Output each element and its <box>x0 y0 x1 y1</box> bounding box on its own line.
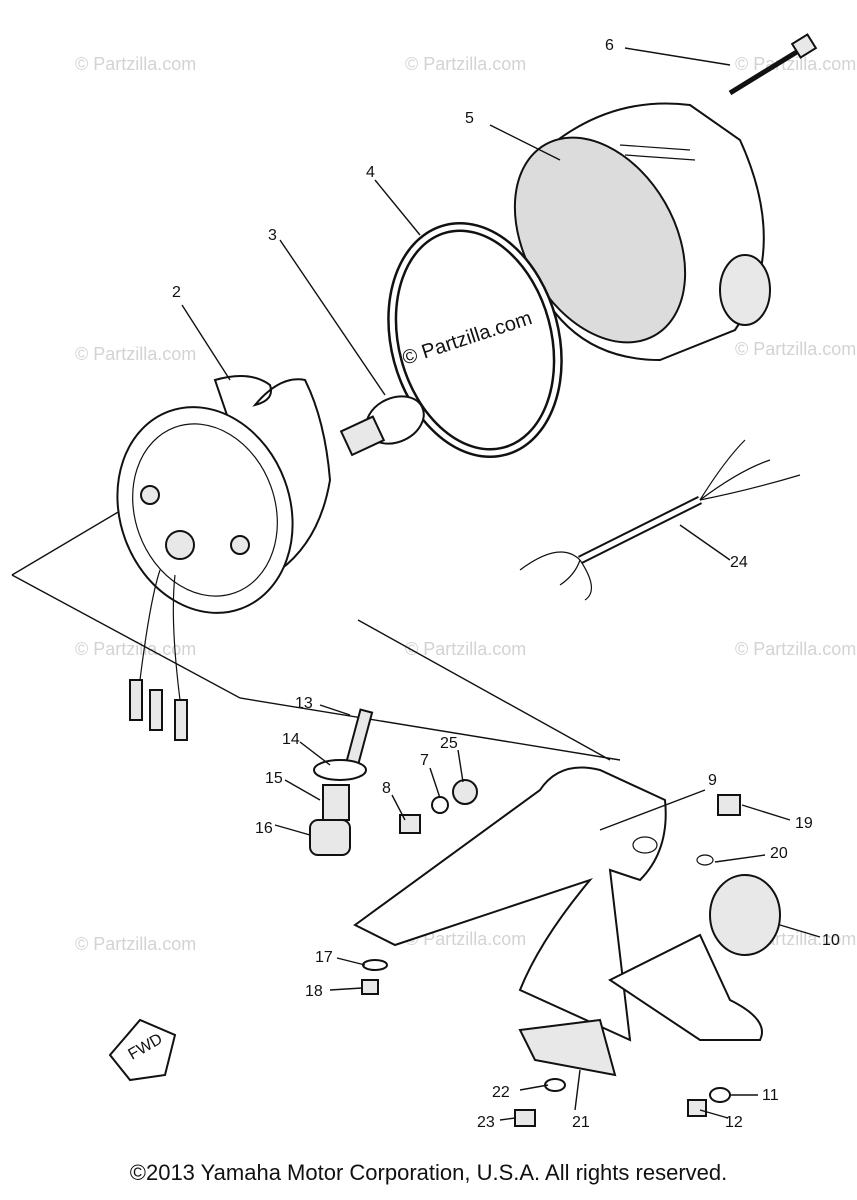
callout-4: 4 <box>366 164 375 181</box>
bracket-part-9 <box>353 766 763 1042</box>
callout-18: 18 <box>305 983 323 1000</box>
callout-6: 6 <box>605 37 614 54</box>
assembly-outline <box>11 504 131 576</box>
callout-labels: 2 3 4 5 6 24 13 14 15 16 8 7 25 9 19 20 … <box>172 37 840 1131</box>
callout-20: 20 <box>770 845 788 862</box>
callout-23: 23 <box>477 1114 495 1131</box>
bulb-part-3 <box>339 395 425 457</box>
copyright-notice: ©2013 Yamaha Motor Corporation, U.S.A. A… <box>129 1160 728 1185</box>
assembly-outline <box>357 619 611 761</box>
screw-part-6 <box>728 33 818 96</box>
watermark: © Partzilla.com <box>735 639 856 659</box>
callout-19: 19 <box>795 815 813 832</box>
gasket-part-4 <box>387 222 563 458</box>
lens-part-5 <box>513 102 771 362</box>
callout-8: 8 <box>382 780 391 797</box>
assembly-outline <box>11 574 621 761</box>
lower-fasteners <box>361 959 731 1127</box>
wire-harness-part-24 <box>519 439 801 601</box>
watermark: © Partzilla.com <box>75 344 196 364</box>
reflector-parts <box>696 794 781 956</box>
callout-22: 22 <box>492 1084 510 1101</box>
callout-10: 10 <box>822 932 840 949</box>
callout-11: 11 <box>762 1087 779 1104</box>
watermark: © Partzilla.com <box>405 929 526 949</box>
callout-16: 16 <box>255 820 273 837</box>
callout-21: 21 <box>572 1114 590 1131</box>
callout-9: 9 <box>708 772 717 789</box>
watermark: © Partzilla.com <box>75 639 196 659</box>
watermark: © Partzilla.com <box>75 54 196 74</box>
leader-lines <box>181 47 821 1121</box>
callout-3: 3 <box>268 227 277 244</box>
center-watermark: © Partzilla.com <box>400 307 535 370</box>
callout-25: 25 <box>440 735 458 752</box>
bolt-stack <box>309 708 374 856</box>
callout-2: 2 <box>172 284 181 301</box>
fwd-arrow: FWD <box>108 1018 177 1082</box>
housing-part-2 <box>116 375 332 741</box>
callout-17: 17 <box>315 949 333 966</box>
callout-13: 13 <box>295 695 313 712</box>
watermark: © Partzilla.com <box>405 54 526 74</box>
callout-12: 12 <box>725 1114 743 1131</box>
callout-24: 24 <box>730 554 748 571</box>
callout-14: 14 <box>282 731 300 748</box>
watermark: © Partzilla.com <box>405 639 526 659</box>
callout-7: 7 <box>420 752 429 769</box>
small-fasteners <box>399 779 478 834</box>
watermark: © Partzilla.com <box>735 54 856 74</box>
callout-15: 15 <box>265 770 283 787</box>
watermark: © Partzilla.com <box>75 934 196 954</box>
callout-5: 5 <box>465 110 474 127</box>
watermark: © Partzilla.com <box>735 339 856 359</box>
